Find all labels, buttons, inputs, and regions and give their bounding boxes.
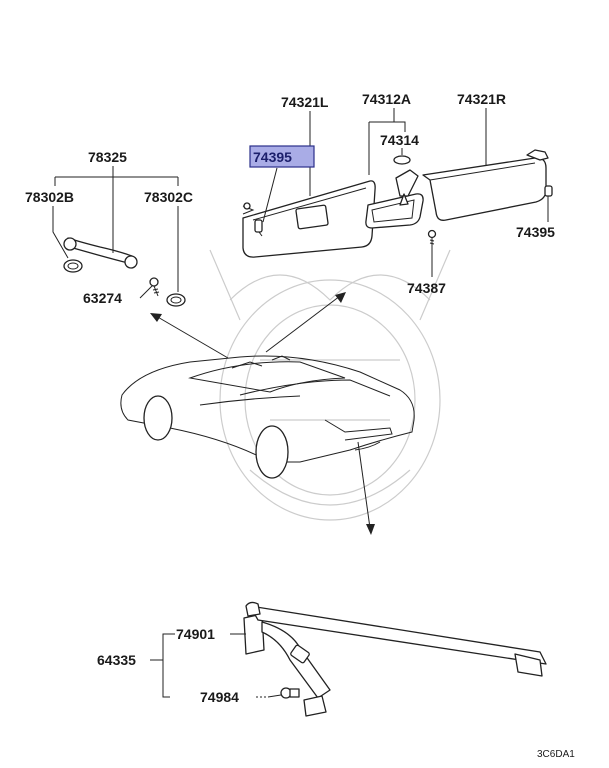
label-63274[interactable]: 63274 <box>83 290 122 306</box>
assist-grip-78325 <box>63 237 138 269</box>
label-74314[interactable]: 74314 <box>380 132 419 148</box>
label-78325[interactable]: 78325 <box>88 149 127 165</box>
visor-clip-right <box>544 185 553 208</box>
grip-cover-78302C <box>166 293 186 307</box>
bolt-74984 <box>280 687 300 699</box>
label-74984[interactable]: 74984 <box>200 689 239 705</box>
label-74387[interactable]: 74387 <box>407 280 446 296</box>
label-78302B[interactable]: 78302B <box>25 189 74 205</box>
label-74312A[interactable]: 74312A <box>362 91 411 107</box>
watermark-emblem <box>209 249 451 521</box>
callout-arrows <box>150 292 375 535</box>
figure-code: 3C6DA1 <box>537 749 575 760</box>
label-78302C[interactable]: 78302C <box>144 189 193 205</box>
label-74321L[interactable]: 74321L <box>281 94 329 110</box>
car-body-outline <box>120 355 415 479</box>
grip-cover-78302B <box>63 259 83 273</box>
part-labels: 74321L 74312A 74321R 74395 74314 74395 7… <box>25 91 575 760</box>
sun-visor-left-74321L <box>242 180 376 258</box>
label-74395-highlighted[interactable]: 74395 <box>253 149 292 165</box>
label-highlight <box>249 145 315 168</box>
label-74395-right[interactable]: 74395 <box>516 224 555 240</box>
label-64335[interactable]: 64335 <box>97 652 136 668</box>
mirror-cover-74314 <box>393 155 411 165</box>
label-74321R[interactable]: 74321R <box>457 91 506 107</box>
visor-clip-left <box>254 219 263 237</box>
rearview-mirror-74312A <box>365 169 424 229</box>
sun-visor-right-74321R <box>422 149 549 221</box>
label-74901[interactable]: 74901 <box>176 626 215 642</box>
seat-belt-64335 <box>243 601 547 717</box>
screw-74387 <box>427 229 437 247</box>
screw-63274 <box>149 277 160 297</box>
